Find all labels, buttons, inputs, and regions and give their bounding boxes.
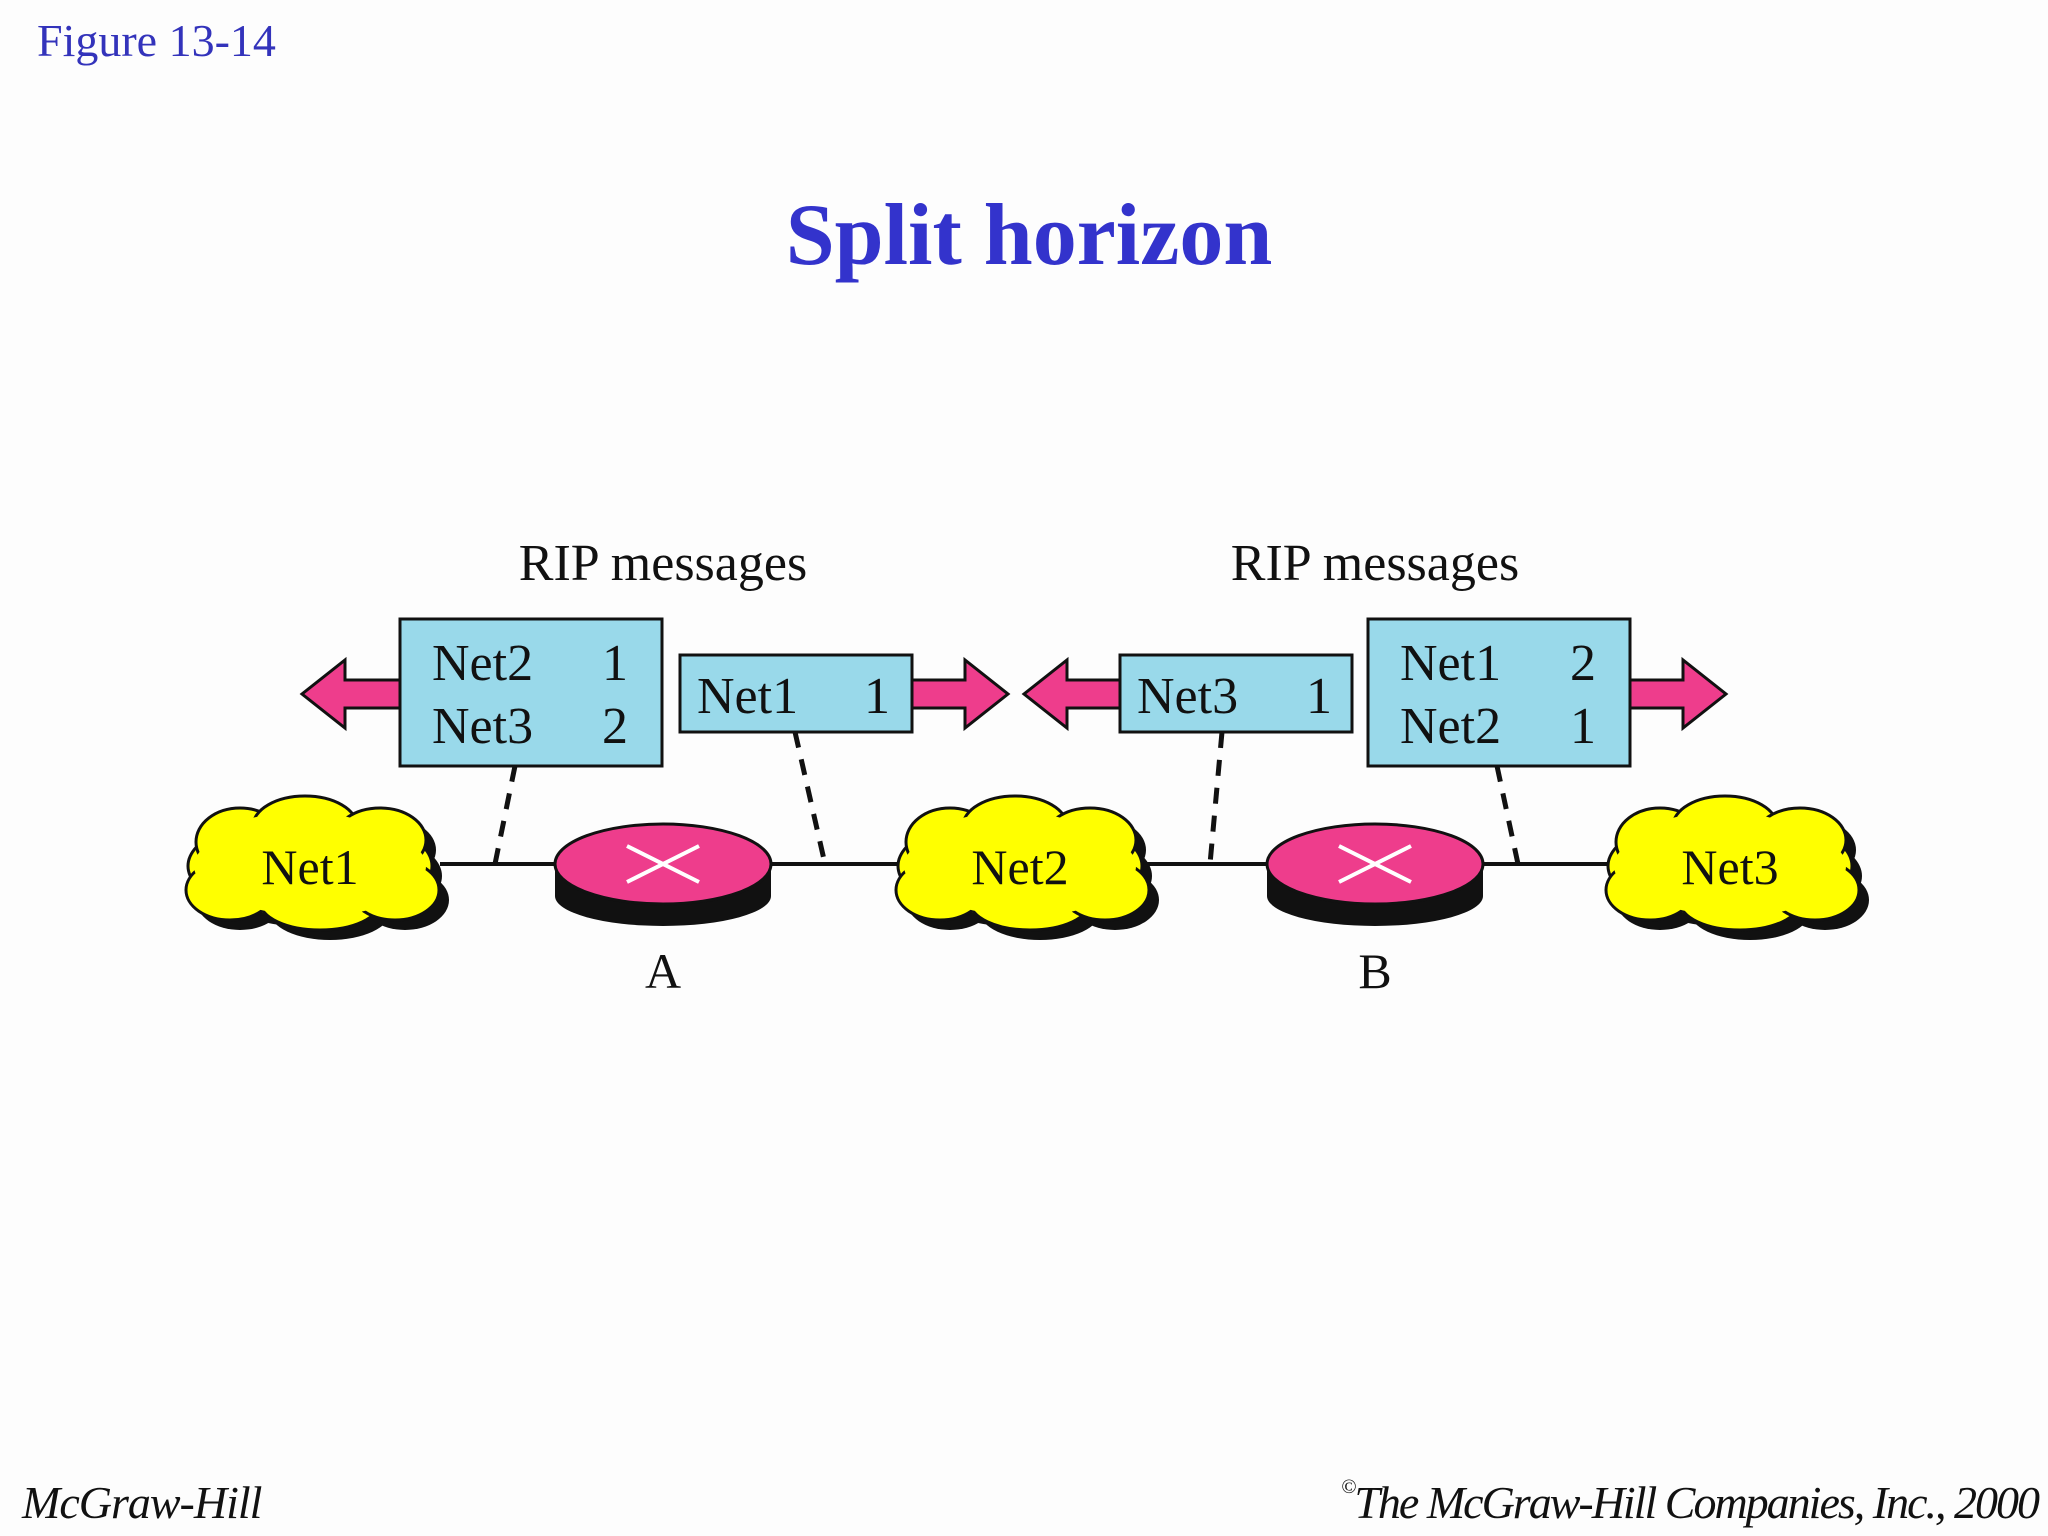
- entry-net: Net3: [1137, 668, 1238, 725]
- entry-hops: 1: [1570, 698, 1596, 755]
- dashed-link-a-right: [792, 731, 828, 865]
- network-label: Net1: [261, 839, 358, 895]
- entry-hops: 1: [1306, 668, 1332, 725]
- router-label-b: B: [1358, 943, 1391, 999]
- arrow-a-right: [910, 656, 1011, 732]
- network-cloud-net3: Net3: [1604, 794, 1861, 932]
- entry-hops: 2: [1570, 635, 1596, 692]
- dashed-link-a-left: [492, 765, 518, 865]
- copyright-text: The McGraw-Hill Companies, Inc., 2000: [1354, 1477, 2040, 1528]
- message-box-b-left: Net3 1: [1118, 653, 1354, 734]
- slide-title: Split horizon: [785, 187, 1273, 284]
- copyright-mark: ©: [1341, 1476, 1356, 1498]
- network-label: Net2: [971, 839, 1068, 895]
- entry-hops: 2: [602, 698, 628, 755]
- router-label-a: A: [645, 943, 681, 999]
- entry-net: Net2: [1400, 698, 1501, 755]
- dashed-link-b-right: [1494, 765, 1521, 865]
- entry-net: Net3: [432, 698, 533, 755]
- network-label: Net3: [1681, 839, 1778, 895]
- rip-label-right: RIP messages: [1231, 535, 1519, 592]
- arrow-b-right: [1628, 656, 1729, 732]
- network-cloud-net2: Net2: [894, 794, 1151, 932]
- message-box-a-right: Net1 1: [678, 653, 914, 734]
- arrow-a-left: [299, 656, 402, 732]
- entry-net: Net2: [432, 635, 533, 692]
- footer-publisher: McGraw-Hill: [22, 1477, 262, 1528]
- rip-label-left: RIP messages: [519, 535, 807, 592]
- entry-hops: 1: [602, 635, 628, 692]
- router-icon-b: [1265, 822, 1485, 926]
- message-box-a-left: Net2 1 Net3 2: [398, 617, 664, 768]
- entry-hops: 1: [864, 668, 890, 725]
- message-box-b-right: Net1 2 Net2 1: [1366, 617, 1632, 768]
- network-cloud-net1: Net1: [184, 794, 441, 932]
- entry-net: Net1: [1400, 635, 1501, 692]
- router-icon-a: [553, 822, 773, 926]
- footer-copyright: ©The McGraw-Hill Companies, Inc., 2000: [1341, 1476, 2040, 1529]
- dashed-link-b-left: [1207, 731, 1225, 865]
- arrow-b-left: [1021, 656, 1122, 732]
- figure-label: Figure 13-14: [37, 15, 276, 66]
- entry-net: Net1: [697, 668, 798, 725]
